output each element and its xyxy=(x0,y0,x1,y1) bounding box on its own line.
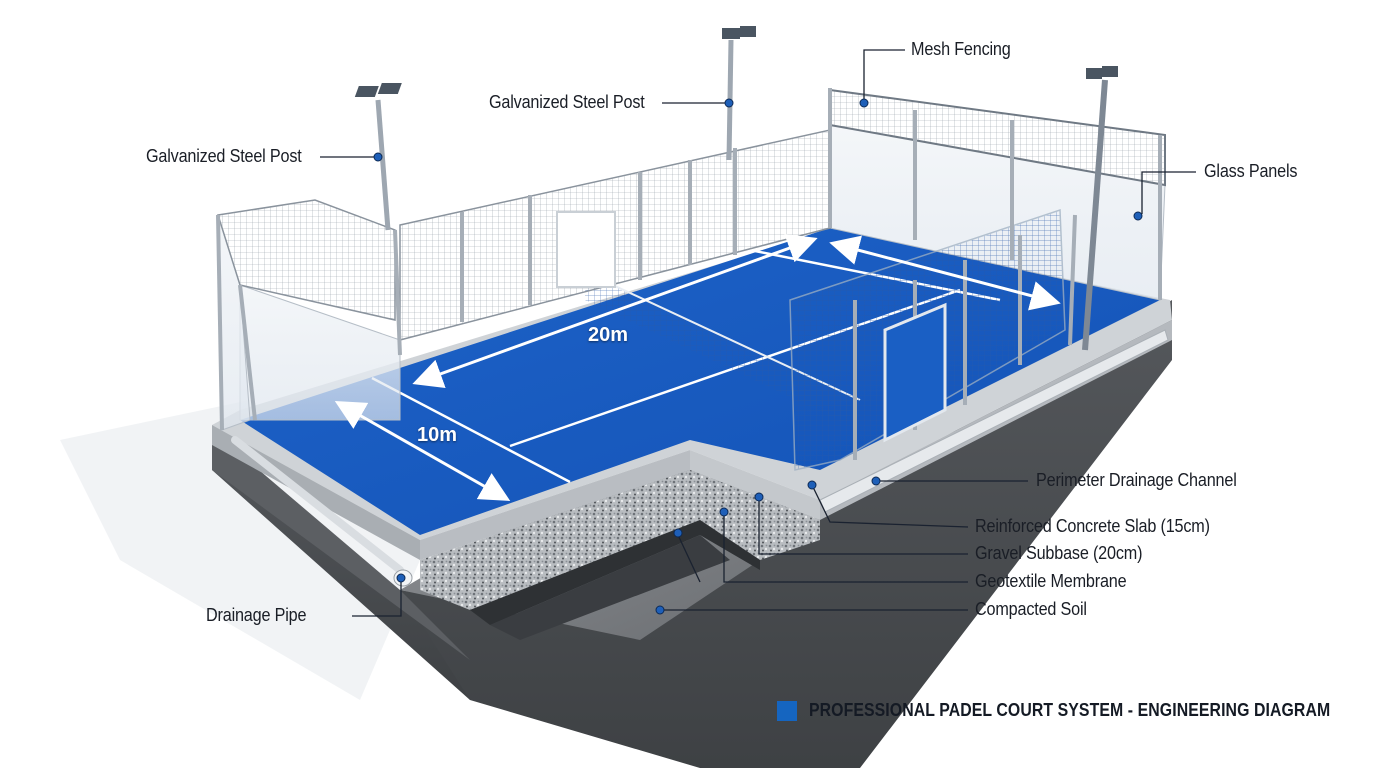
dimension-arrows xyxy=(334,234,1061,501)
cutaway-layers xyxy=(420,470,820,640)
diagram-caption: PROFESSIONAL PADEL COURT SYSTEM - ENGINE… xyxy=(777,700,1376,721)
callout-gravel-subbase: Gravel Subbase (20cm) xyxy=(975,543,1143,563)
callout-drainage-pipe: Drainage Pipe xyxy=(206,605,307,625)
callout-dots xyxy=(373,98,1143,615)
accent-swatch xyxy=(777,700,797,721)
diagram-title: PROFESSIONAL PADEL COURT SYSTEM - ENGINE… xyxy=(809,700,1331,720)
dimension-width-label: 10m xyxy=(417,424,458,446)
callout-steel-post-center: Galvanized Steel Post xyxy=(489,92,645,112)
callout-mesh-fencing: Mesh Fencing xyxy=(911,39,1011,59)
callout-perimeter-drainage: Perimeter Drainage Channel xyxy=(1036,470,1237,490)
callout-geotextile: Geotextile Membrane xyxy=(975,571,1127,591)
callout-glass-panels: Glass Panels xyxy=(1204,161,1298,181)
callout-leaders xyxy=(320,49,1196,617)
callout-compacted-soil: Compacted Soil xyxy=(975,599,1087,619)
ground-shadow xyxy=(60,400,420,700)
dimension-length-label: 20m xyxy=(588,324,629,346)
callout-steel-post-left: Galvanized Steel Post xyxy=(146,146,302,166)
callout-concrete-slab: Reinforced Concrete Slab (15cm) xyxy=(975,516,1210,536)
